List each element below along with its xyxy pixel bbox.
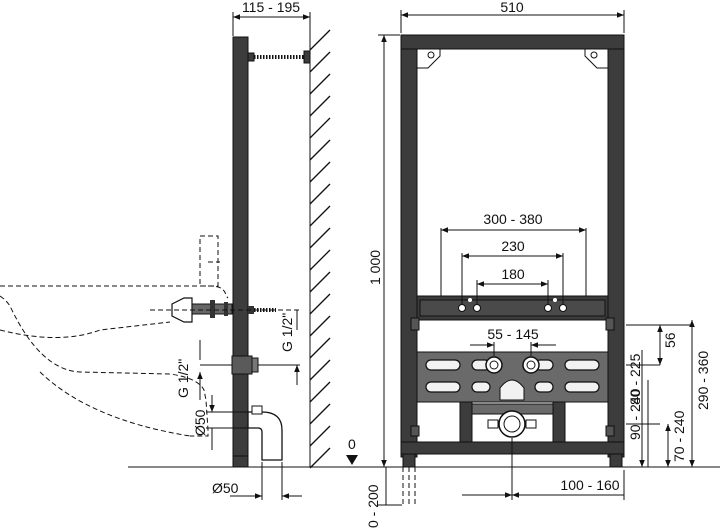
wall-hatch-line bbox=[309, 403, 331, 425]
dim-thread-right: G 1/2" bbox=[279, 313, 295, 352]
wall-hatch-line bbox=[309, 425, 331, 447]
top-bracket-right bbox=[584, 48, 609, 69]
wall-hatch-line bbox=[309, 51, 331, 73]
dim-inlet-spacing: 55 - 145 bbox=[487, 326, 539, 342]
wall-hatch-line bbox=[309, 249, 331, 271]
side-view: 115 - 195 G 1/2" G 1/2" Ø50 Ø50 0 bbox=[0, 0, 720, 500]
wall-hatch-line bbox=[309, 95, 331, 117]
dim-thread-left: G 1/2" bbox=[175, 359, 191, 398]
dim-foot-adjust: 0 - 200 bbox=[365, 484, 381, 528]
wall-hatch-line bbox=[309, 29, 331, 51]
wall-hatch-line bbox=[309, 139, 331, 161]
dim-drain-side: Ø50 bbox=[192, 409, 208, 436]
dim-frame-height: 1 000 bbox=[367, 250, 383, 285]
wall-anchor bbox=[247, 50, 311, 64]
mounting-plate bbox=[416, 351, 609, 403]
dim-drain-offset: 100 - 160 bbox=[560, 477, 619, 493]
inlet-fitting bbox=[150, 297, 300, 323]
dim-frame-width: 510 bbox=[500, 0, 524, 15]
dim-290-360: 290 - 360 bbox=[695, 351, 711, 410]
front-view: 510 1 000 300 - 380 230 180 55 - 145 100… bbox=[365, 0, 711, 528]
wall-hatch-line bbox=[309, 381, 331, 403]
dim-80-225: 80 - 225 bbox=[627, 353, 643, 405]
drain-elbow bbox=[247, 405, 283, 461]
dim-bracket-spacing: 300 - 380 bbox=[483, 211, 542, 227]
wall-hatch-line bbox=[309, 293, 331, 315]
dim-70-240: 70 - 240 bbox=[671, 410, 687, 462]
wall-hatch-line bbox=[309, 337, 331, 359]
top-bracket-left bbox=[416, 48, 441, 69]
dim-90-240: 90 - 240 bbox=[627, 388, 643, 440]
dim-floor-zero: 0 bbox=[348, 436, 356, 452]
dim-drain-bottom: Ø50 bbox=[212, 480, 239, 496]
wall-hatch-line bbox=[309, 315, 331, 337]
wall-hatch-line bbox=[309, 183, 331, 205]
dim-wall-distance: 115 - 195 bbox=[242, 0, 300, 15]
upper-crossbar bbox=[410, 295, 615, 331]
wall-hatch-line bbox=[309, 161, 331, 183]
bidet-outline bbox=[0, 235, 229, 437]
frame-top-bar bbox=[400, 34, 625, 50]
drain-assembly bbox=[410, 401, 615, 443]
dim-fixing-180: 180 bbox=[501, 266, 525, 282]
wall-hatch-line bbox=[309, 271, 331, 293]
dim-fixing-230: 230 bbox=[501, 238, 525, 254]
lower-fitting bbox=[200, 355, 300, 375]
frame-right-upright bbox=[607, 34, 625, 458]
wall-hatch-line bbox=[309, 73, 331, 95]
wall-hatch-line bbox=[309, 117, 331, 139]
frame-left-upright bbox=[400, 34, 418, 458]
wall-hatch-line bbox=[309, 227, 331, 249]
foot-extension bbox=[402, 467, 416, 505]
frame-post-side bbox=[232, 36, 249, 468]
wall-hatch-line bbox=[309, 447, 331, 469]
wall-hatch-line bbox=[309, 205, 331, 227]
dim-56: 56 bbox=[662, 332, 678, 348]
wall-hatch-line bbox=[309, 359, 331, 381]
wall bbox=[309, 28, 331, 469]
